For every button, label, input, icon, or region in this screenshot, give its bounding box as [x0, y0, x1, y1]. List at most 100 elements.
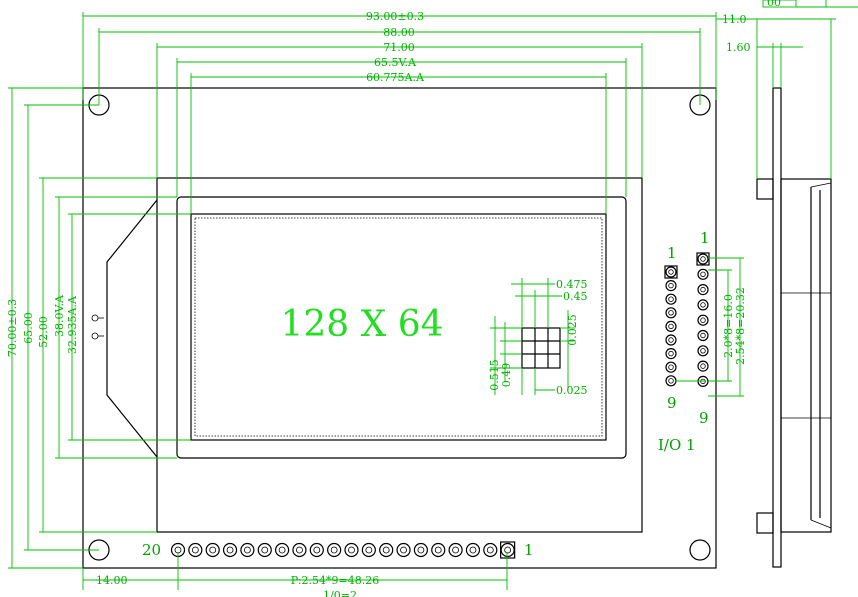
conn-pin-hole: [700, 363, 706, 369]
pin-pad: [188, 542, 203, 558]
dim-side-depth: 11.0: [722, 13, 747, 26]
conn-pin-pad: [665, 348, 677, 360]
conn-pin-hole: [668, 350, 674, 357]
dim-aa-width: 60.775A.A: [366, 71, 425, 84]
conn-pin-pad: [697, 360, 709, 372]
dim-pixel-w-pitch: 0.475: [556, 278, 588, 291]
pin-pad: [361, 542, 376, 558]
conn-label-right-bottom: 9: [699, 409, 709, 427]
pin-square: [500, 541, 516, 559]
dim-pixel-h: 0.49: [500, 363, 513, 388]
dim-va-height: 38.0V.A: [53, 294, 66, 337]
conn-pin-hole: [668, 337, 674, 343]
conn-pin-pad: [665, 334, 677, 346]
pin-pad: [448, 542, 463, 558]
pin-pad: [292, 542, 307, 558]
backlight-tab: [106, 199, 158, 458]
dim-pixel-gap-top: 0.025: [566, 314, 579, 346]
conn-pin-pad: [697, 329, 709, 342]
led-pin-anode: [91, 314, 99, 322]
dim-pin-pitch: P:2.54*9=48.26: [291, 574, 379, 587]
pin-hole: [313, 546, 321, 554]
module-outline: [82, 87, 717, 569]
conn-pin-pad: [665, 361, 677, 373]
conn-pin-hole: [700, 317, 706, 323]
conn-pin-pad: [697, 345, 709, 357]
conn-pin-pad: [697, 268, 709, 280]
pin-labels: 20 1 1 1 9 9 I/O 1: [142, 229, 710, 559]
io-label: I/O 1: [658, 436, 696, 454]
pin-pad: [275, 542, 290, 558]
conn-pin-hole: [700, 286, 706, 293]
side-clip-bottom: [756, 512, 774, 534]
lcd-frame: [156, 177, 643, 533]
pin-hole: [365, 546, 373, 554]
pin-hole: [278, 546, 286, 554]
conn-pin-hole: [668, 364, 674, 370]
dim-bottom-cut: 1/0=2: [323, 589, 357, 597]
side-pcb: [772, 87, 782, 568]
side-clip-top: [756, 178, 774, 200]
dim-width-71: 71.00: [383, 41, 415, 54]
pin-pad: [431, 542, 446, 558]
conn-pin-pad: [665, 375, 677, 387]
side-view: [756, 87, 832, 568]
pin-pad: [327, 542, 342, 558]
dim-height-65: 65.00: [22, 312, 35, 344]
pin-hole: [486, 546, 494, 554]
conn-pin-pad: [697, 284, 709, 296]
pcb-board: [82, 87, 717, 569]
pin-pad: [222, 542, 238, 558]
dim-va-width: 65.5V.A: [374, 56, 417, 69]
pin-pad: [500, 542, 515, 558]
conn-pin-pad: [697, 314, 709, 326]
dim-overall-width: 93.00±0.3: [366, 10, 424, 23]
dim-width-88: 88.00: [383, 26, 415, 39]
pin-pad: [396, 542, 411, 558]
pin-hole: [348, 546, 355, 554]
conn-label-left-bottom: 9: [667, 394, 677, 412]
pin-hole: [209, 546, 217, 554]
conn-pin-hole: [668, 269, 674, 275]
pin-hole: [400, 546, 407, 554]
pin-pad: [344, 542, 359, 558]
pin-pad: [483, 542, 498, 558]
conn-pin-pad: [665, 320, 677, 332]
dim-conn-pitch-b: 2.54*8=20.32: [734, 287, 747, 365]
pin-hole: [191, 546, 199, 554]
conn-pin-hole: [668, 323, 674, 330]
dimension-lines: [8, 0, 858, 590]
conn-pin-hole: [700, 271, 706, 277]
dim-conn-pitch-a: 2.0*8=16.0: [722, 294, 735, 358]
dim-pixel-h-pitch: 0.515: [488, 359, 501, 391]
led-pin-cathode: [91, 332, 99, 340]
pin-hole: [330, 546, 338, 554]
dim-pixel-gap-bottom: 0.025: [556, 384, 588, 397]
dim-aa-height: 32.935A.A: [66, 295, 79, 354]
conn-pin-hole: [700, 332, 706, 339]
pin-pad: [379, 542, 394, 558]
active-area-outer: [190, 213, 607, 441]
conn-pin-pad: [665, 293, 677, 305]
pin-hole: [417, 546, 425, 554]
conn-pin-pad: [697, 253, 709, 265]
conn-pin-square: [664, 265, 678, 279]
conn-pin-pad: [665, 266, 677, 278]
pin-hole: [434, 546, 442, 554]
pin-hole: [469, 546, 477, 554]
viewing-area: [176, 196, 627, 459]
pin-hole: [296, 546, 303, 554]
mount-hole-bottom-right: [689, 539, 711, 561]
pixel-detail: [521, 327, 561, 369]
pin-hole: [243, 546, 251, 554]
conn-pin-pad: [697, 299, 709, 311]
pin-label-20: 20: [142, 541, 161, 559]
conn-pin-hole: [700, 348, 706, 354]
side-lcd-body: [780, 178, 832, 533]
pin-hole: [504, 546, 512, 554]
pin-pad: [309, 542, 324, 558]
pin-hole: [226, 546, 234, 554]
pin-pad: [205, 542, 220, 558]
dim-pixel-w: 0.45: [563, 290, 588, 303]
